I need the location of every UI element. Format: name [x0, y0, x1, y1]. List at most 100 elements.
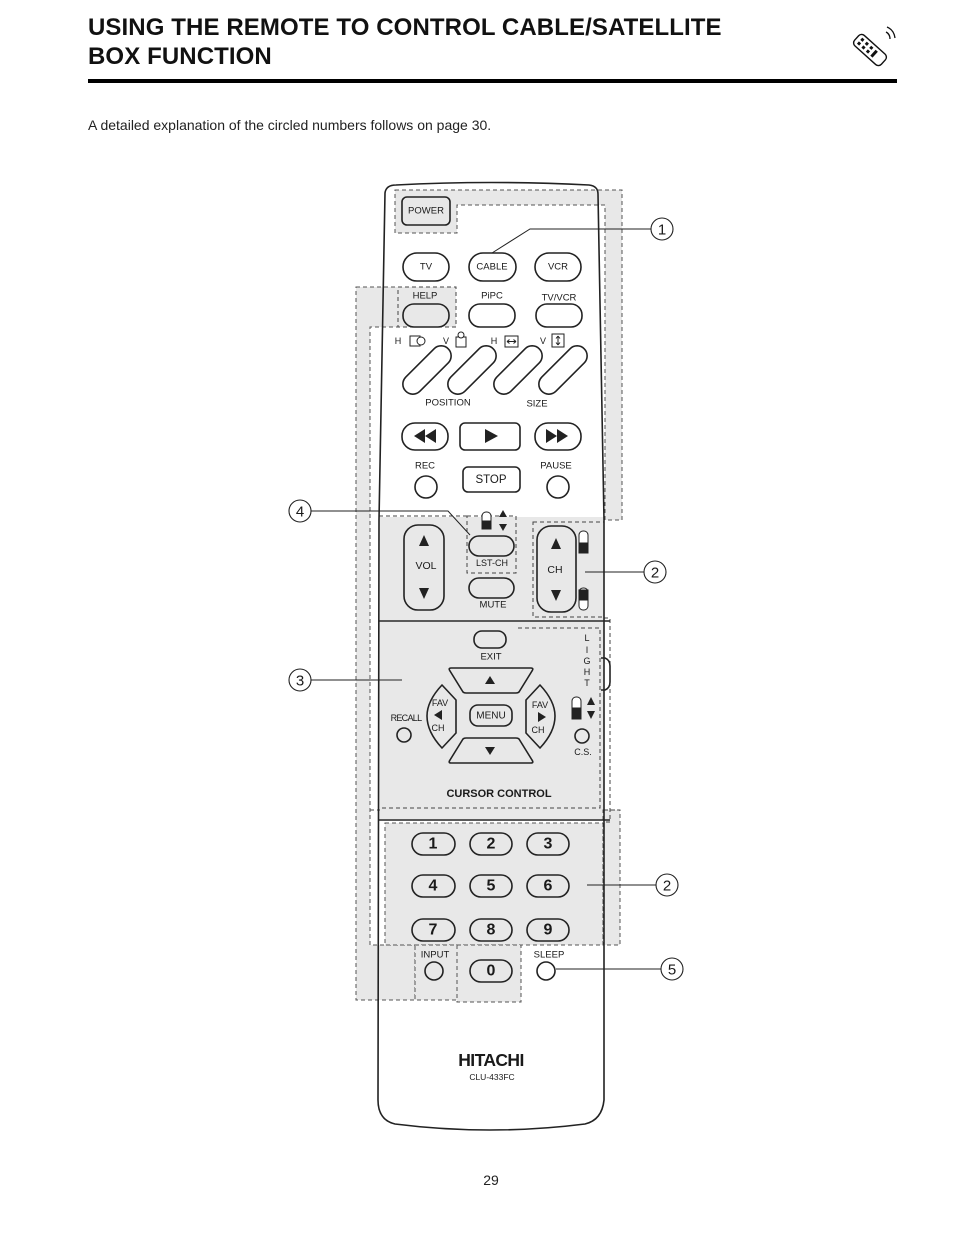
callout-line-4 — [311, 510, 471, 536]
tv-button — [402, 252, 450, 282]
pause-label: PAUSE — [540, 461, 572, 472]
light-label-letter: T — [584, 678, 590, 688]
size-h-icon — [504, 335, 519, 348]
page-title: USING THE REMOTE TO CONTROL CABLE/SATELL… — [88, 13, 828, 71]
position-v-icon — [455, 331, 467, 348]
position-h-label: H — [395, 336, 402, 346]
cursor-down-button — [448, 737, 534, 764]
pause-button — [546, 475, 570, 499]
pipc-button — [468, 303, 516, 328]
brand-logo: HITACHI — [458, 1050, 523, 1070]
exit-label: EXIT — [480, 652, 501, 663]
size-h-label: H — [491, 336, 498, 346]
keypad-button-8 — [469, 918, 513, 942]
fav-channel-up-button — [525, 684, 556, 749]
keypad-button-1 — [411, 832, 456, 856]
callout-number: 3 — [296, 673, 304, 690]
rewind-icon — [414, 429, 436, 443]
callout-number: 4 — [296, 504, 304, 521]
size-v-label: V — [540, 336, 546, 346]
ch-right-label: CH — [532, 725, 545, 735]
cable-label: CABLE — [476, 262, 507, 273]
position-h-icon — [409, 335, 426, 347]
keypad-button-9 — [526, 918, 570, 942]
keypad-button-2 — [469, 832, 513, 856]
position-label: POSITION — [425, 398, 471, 409]
channel-down-icon — [551, 590, 561, 601]
fast-forward-button — [534, 422, 582, 451]
cursor-right-icon — [538, 712, 546, 722]
callout-circle — [288, 668, 312, 692]
page-title-line-2: BOX FUNCTION — [88, 43, 272, 70]
keypad-digit: 4 — [429, 878, 438, 895]
fav-right-label: FAV — [532, 700, 548, 710]
keypad-digit: 7 — [429, 922, 438, 939]
callout-circle — [643, 560, 667, 584]
callout-circle — [655, 873, 679, 897]
rewind-button — [401, 422, 449, 451]
keypad-button-7 — [411, 918, 456, 942]
cursor-down-icon — [485, 747, 495, 755]
cable-box-icon — [571, 696, 595, 720]
vcr-button — [534, 252, 582, 282]
remote-control-icon — [852, 26, 896, 67]
keypad-button-4 — [411, 874, 456, 898]
fast-forward-icon — [546, 429, 568, 443]
keypad-button-0 — [469, 959, 513, 983]
last-channel-button — [468, 535, 515, 557]
rec-label: REC — [415, 461, 435, 472]
cable-box-icon — [578, 530, 589, 554]
menu-label: MENU — [476, 711, 505, 722]
callout-number: 1 — [658, 222, 666, 239]
help-label: HELP — [413, 291, 438, 302]
light-label-letter: I — [586, 645, 589, 655]
page-title-line-1: USING THE REMOTE TO CONTROL CABLE/SATELL… — [88, 14, 722, 41]
cs-label: C.S. — [574, 747, 592, 757]
input-button — [424, 961, 444, 981]
callout-line-1 — [491, 228, 651, 254]
volume-label: VOL — [415, 560, 436, 572]
keypad-digit: 5 — [487, 878, 496, 895]
light-side-button — [601, 657, 611, 691]
size-v-icon — [551, 333, 565, 348]
vcr-label: VCR — [548, 262, 568, 273]
keypad-button-3 — [526, 832, 570, 856]
volume-down-icon — [419, 588, 429, 599]
play-button — [459, 422, 521, 451]
callout-circle — [288, 499, 312, 523]
title-rule — [88, 79, 897, 83]
dashed-outlines — [370, 286, 620, 823]
cursor-highlight-outline — [381, 627, 601, 809]
tv-label: TV — [420, 262, 433, 273]
rec-button — [414, 475, 438, 499]
cable-box-icon — [578, 587, 589, 611]
mute-label: MUTE — [480, 600, 507, 611]
cable-box-icon — [481, 510, 507, 531]
keypad-digit: 2 — [487, 836, 496, 853]
power-button — [401, 196, 451, 226]
input-label: INPUT — [421, 950, 450, 961]
cursor-outer-outline — [604, 617, 611, 823]
fav-channel-down-button — [426, 684, 457, 749]
keypad-digit: 3 — [544, 836, 553, 853]
fav-left-label: FAV — [432, 698, 448, 708]
channel-up-icon — [551, 538, 561, 549]
pipc-label: PiPC — [481, 291, 503, 302]
cursor-up-icon — [485, 676, 495, 684]
keypad-digit: 8 — [487, 922, 496, 939]
cursor-control-label: CURSOR CONTROL — [446, 788, 551, 800]
callout-number: 5 — [668, 962, 676, 979]
recall-label: RECALL — [391, 713, 423, 723]
intro-text: A detailed explanation of the circled nu… — [88, 117, 492, 133]
keypad-digit: 6 — [544, 878, 553, 895]
last-channel-label: LST-CH — [476, 558, 508, 568]
callout-circles — [288, 217, 684, 981]
volume-rocker — [403, 524, 445, 611]
arrow-icons — [419, 535, 561, 755]
position-v-label: V — [443, 336, 449, 346]
highlight-region-cursor — [379, 622, 604, 819]
cs-button — [574, 728, 590, 744]
light-label-letter: L — [584, 633, 589, 643]
